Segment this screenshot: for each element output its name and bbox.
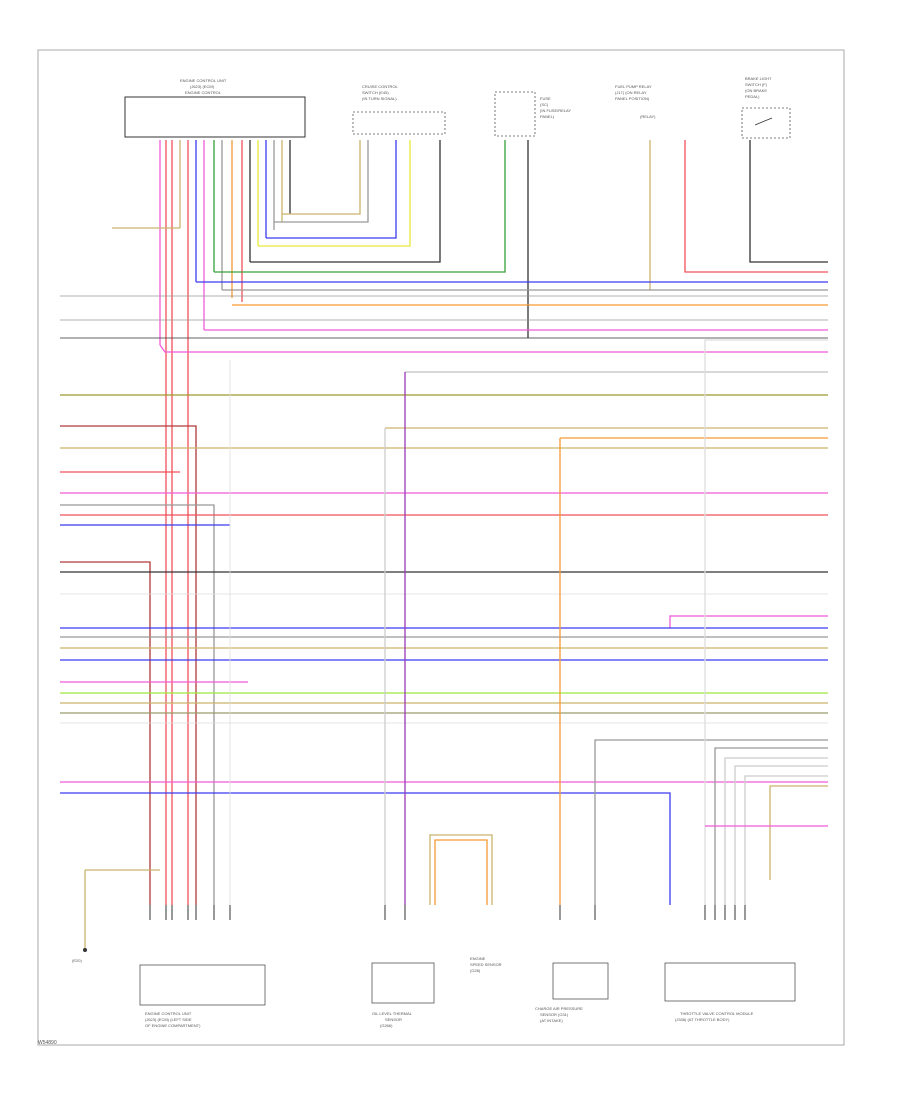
ground-symbol: (E20) <box>72 869 160 963</box>
diagram-frame <box>37 49 845 1046</box>
svg-text:(AT INTAKE): (AT INTAKE) <box>540 1018 563 1023</box>
svg-text:(E20): (E20) <box>72 958 82 963</box>
ecm-vertical-wires <box>159 140 291 905</box>
oil-sensor-box: OIL LEVEL THERMAL SENSOR (G266) <box>371 962 435 1028</box>
svg-text:(IN TURN SIGNAL): (IN TURN SIGNAL) <box>362 96 397 101</box>
svg-text:(J623) (ECM) (LEFT SIDE: (J623) (ECM) (LEFT SIDE <box>145 1017 192 1022</box>
svg-text:BRAKE LIGHT: BRAKE LIGHT <box>745 76 772 81</box>
svg-text:ENGINE CONTROL: ENGINE CONTROL <box>185 90 222 95</box>
svg-text:ENGINE: ENGINE <box>470 956 486 961</box>
svg-text:ENGINE CONTROL UNIT: ENGINE CONTROL UNIT <box>180 78 227 83</box>
svg-text:SENSOR: SENSOR <box>385 1017 402 1022</box>
svg-text:(SC): (SC) <box>540 102 549 107</box>
svg-text:FUEL PUMP RELAY: FUEL PUMP RELAY <box>615 84 652 89</box>
svg-text:PEDAL): PEDAL) <box>745 94 760 99</box>
svg-text:FUSE: FUSE <box>540 96 551 101</box>
svg-text:(RELAY): (RELAY) <box>640 114 656 119</box>
ecm-bottom: ENGINE CONTROL UNIT (J623) (ECM) (LEFT S… <box>139 964 266 1028</box>
svg-text:(J623) (ECM): (J623) (ECM) <box>190 84 215 89</box>
mid-verticals <box>112 227 828 905</box>
svg-text:SWITCH (E45): SWITCH (E45) <box>362 90 389 95</box>
top-right-verticals <box>527 140 828 338</box>
throttle-module-box: THROTTLE VALVE CONTROL MODULE (J338) (AT… <box>664 962 796 1022</box>
fuse-box: FUSE (SC) (IN FUSE/RELAY PANEL) <box>494 91 571 137</box>
svg-text:(J17) (ON RELAY: (J17) (ON RELAY <box>615 90 647 95</box>
svg-text:OIL LEVEL THERMAL: OIL LEVEL THERMAL <box>372 1011 413 1016</box>
svg-text:(J338) (AT THROTTLE BODY): (J338) (AT THROTTLE BODY) <box>675 1017 730 1022</box>
boost-sensor-box: CHARGE AIR PRESSURE SENSOR (G31) (AT INT… <box>535 962 609 1023</box>
svg-text:SPEED SENSOR: SPEED SENSOR <box>470 962 502 967</box>
horizontal-bus <box>60 281 828 905</box>
svg-text:SENSOR (G31): SENSOR (G31) <box>540 1012 569 1017</box>
svg-text:OF ENGINE COMPARTMENT): OF ENGINE COMPARTMENT) <box>145 1023 201 1028</box>
svg-text:CRUISE CONTROL: CRUISE CONTROL <box>362 84 399 89</box>
bottom-connector-ticks <box>149 905 746 920</box>
svg-text:(G266): (G266) <box>380 1023 393 1028</box>
cruise-switch-box: CRUISE CONTROL SWITCH (E45) (IN TURN SIG… <box>352 84 446 135</box>
svg-text:PANEL POSITION): PANEL POSITION) <box>615 96 650 101</box>
svg-text:(ON BRAKE: (ON BRAKE <box>745 88 767 93</box>
oil-sensor-wires <box>429 834 493 905</box>
svg-text:PANEL): PANEL) <box>540 114 555 119</box>
cruise-switch-wires <box>214 140 506 273</box>
svg-text:ENGINE CONTROL UNIT: ENGINE CONTROL UNIT <box>145 1011 192 1016</box>
svg-text:CHARGE AIR PRESSURE: CHARGE AIR PRESSURE <box>535 1006 583 1011</box>
svg-text:THROTTLE VALVE CONTROL MODULE: THROTTLE VALVE CONTROL MODULE <box>680 1011 754 1016</box>
svg-text:(IN FUSE/RELAY: (IN FUSE/RELAY <box>540 108 571 113</box>
svg-text:(G28): (G28) <box>470 968 481 973</box>
engine-control-unit-top: ENGINE CONTROL UNIT (J623) (ECM) ENGINE … <box>124 78 306 138</box>
brake-switch-top: BRAKE LIGHT SWITCH (F) (ON BRAKE PEDAL) <box>741 76 791 139</box>
relay-top: FUEL PUMP RELAY (J17) (ON RELAY PANEL PO… <box>615 84 656 119</box>
svg-text:SWITCH (F): SWITCH (F) <box>745 82 768 87</box>
diagram-code: W54890 <box>38 1040 57 1046</box>
speed-sensor-label: ENGINE SPEED SENSOR (G28) <box>470 956 502 973</box>
